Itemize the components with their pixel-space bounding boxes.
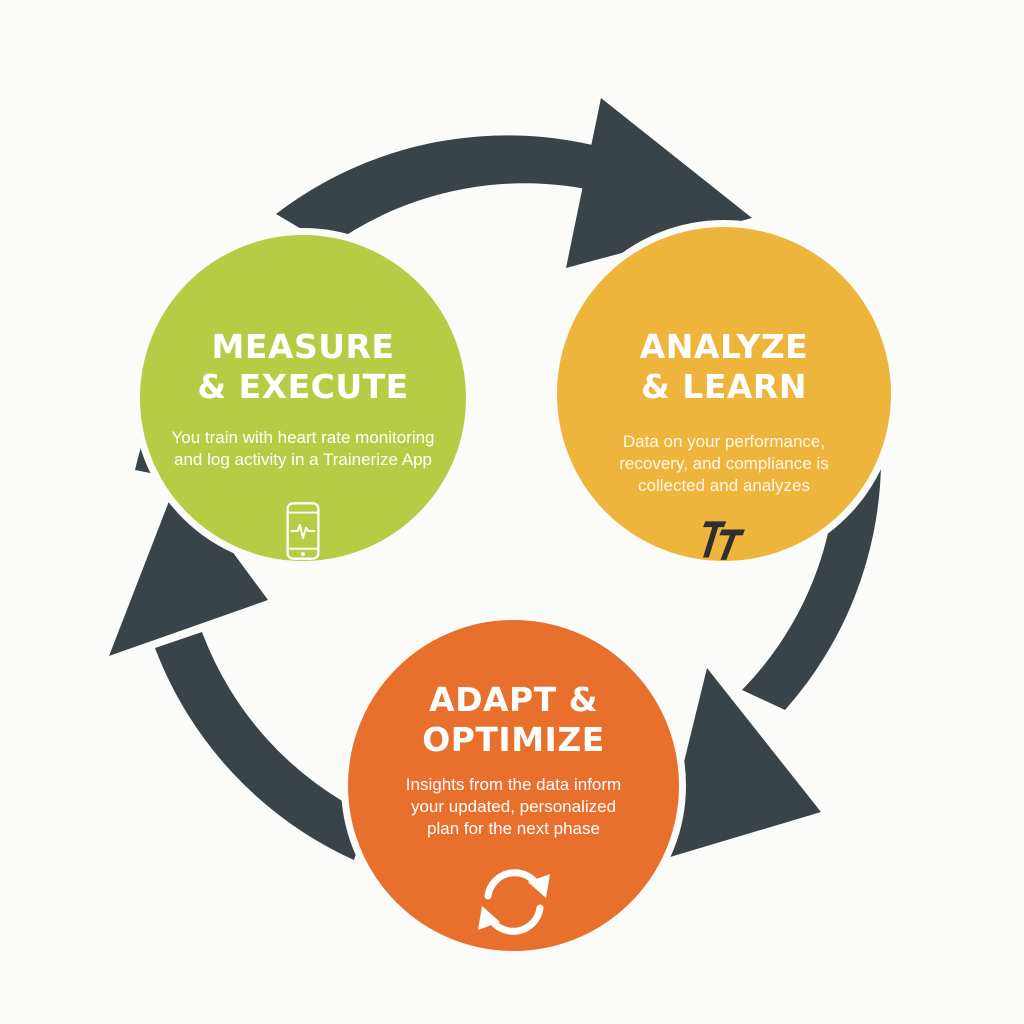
stage-analyze-learn: ANALYZE & LEARN Data on your performance… bbox=[550, 220, 898, 568]
arrow-head-left-icon bbox=[109, 478, 268, 656]
stage-title: ADAPT & OPTIMIZE bbox=[422, 680, 605, 759]
stage-measure-execute: MEASURE & EXECUTE You train with heart r… bbox=[133, 228, 473, 568]
refresh-cycle-icon bbox=[477, 869, 550, 935]
stage-title: ANALYZE & LEARN bbox=[639, 327, 809, 406]
trainerize-logo-icon bbox=[703, 521, 745, 560]
ring-segment-left bbox=[155, 632, 368, 860]
stage-description: Data on your performance, recovery, and … bbox=[619, 432, 829, 495]
phone-heartbeat-icon bbox=[286, 502, 320, 560]
stage-description: Insights from the data inform your updat… bbox=[405, 775, 622, 838]
stage-adapt-optimize: ADAPT & OPTIMIZE Insights from the data … bbox=[341, 613, 686, 958]
ring-segment-top bbox=[276, 135, 619, 246]
stage-description: You train with heart rate monitoring and… bbox=[171, 428, 435, 469]
ring-segment-right bbox=[742, 465, 881, 710]
arrow-head-bottom-right-icon bbox=[660, 668, 821, 860]
stage-title: MEASURE & EXECUTE bbox=[197, 327, 409, 406]
